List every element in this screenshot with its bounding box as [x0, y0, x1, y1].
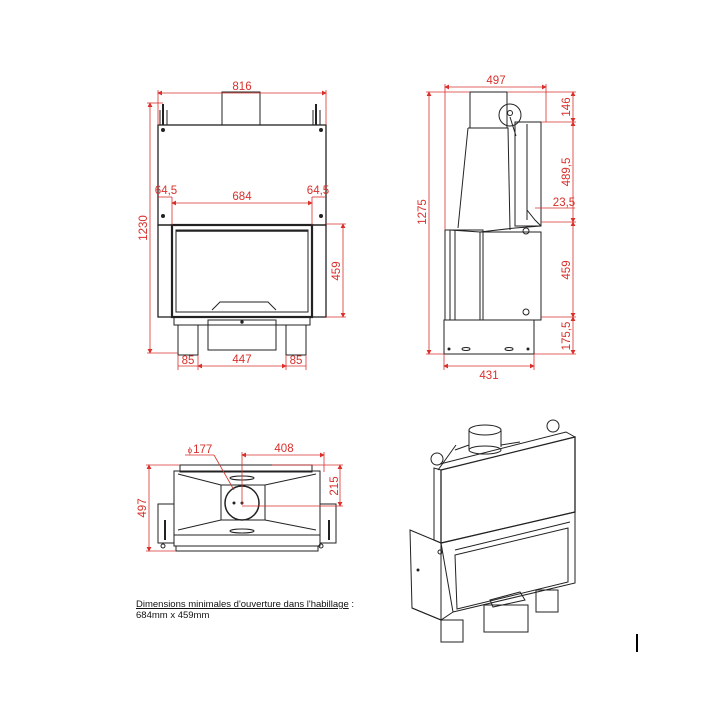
note-value: 684mm x 459mm	[136, 610, 210, 621]
front-view	[157, 91, 327, 356]
lifting-ring-left	[430, 452, 444, 466]
dim-opening-height: 459	[561, 260, 573, 279]
dim-foot-right: 85	[290, 355, 303, 367]
isometric-view	[409, 419, 576, 643]
lifting-ring-right	[546, 419, 560, 433]
opening-dimensions-note: Dimensions minimales d'ouverture dans l'…	[136, 599, 354, 621]
dim-side-left: 64,5	[155, 185, 177, 197]
dim-overall-height: 1275	[417, 199, 429, 225]
lifting-rod-left	[159, 104, 168, 125]
side-view-dimensions	[426, 84, 576, 370]
dim-offset: 23,5	[553, 197, 575, 209]
text-cursor	[636, 634, 638, 652]
front-view-dimensions	[147, 90, 346, 370]
dim-hood-section: 489,5	[561, 158, 573, 187]
dim-opening-height: 459	[331, 261, 343, 280]
dim-overall-width: 816	[232, 81, 251, 93]
dim-overall-depth: 497	[137, 498, 149, 517]
dim-flue-offset-y: 215	[329, 476, 341, 495]
dim-flue-offset-x: 408	[274, 443, 293, 455]
dim-base-height: 175,5	[561, 322, 573, 351]
note-separator: :	[348, 599, 355, 610]
top-view-labels: ϕ177 408 215 497	[137, 443, 341, 518]
top-view	[157, 464, 337, 552]
dim-side-right: 64,5	[307, 185, 329, 197]
lifting-rod-right	[312, 104, 321, 125]
dim-overall-depth: 497	[486, 75, 505, 87]
front-view-labels: 816 1230 64,5 684 64,5 459 85 447 85	[138, 81, 343, 367]
note-label: Dimensions minimales d'ouverture dans l'…	[136, 599, 349, 610]
dim-top-section: 146	[561, 97, 573, 116]
top-view-dimensions	[146, 452, 343, 552]
side-view	[443, 91, 542, 355]
dim-overall-height: 1230	[138, 215, 150, 241]
lifting-ring	[498, 103, 522, 127]
side-view-labels: 497 1275 146 489,5 23,5 459 175,5 431	[417, 75, 575, 382]
dim-opening-width: 684	[232, 191, 252, 203]
dim-foot-left: 85	[182, 355, 195, 367]
dim-flue-diameter: ϕ177	[188, 444, 213, 456]
dim-base-depth: 431	[479, 370, 498, 382]
dim-foot-gap: 447	[232, 354, 251, 366]
